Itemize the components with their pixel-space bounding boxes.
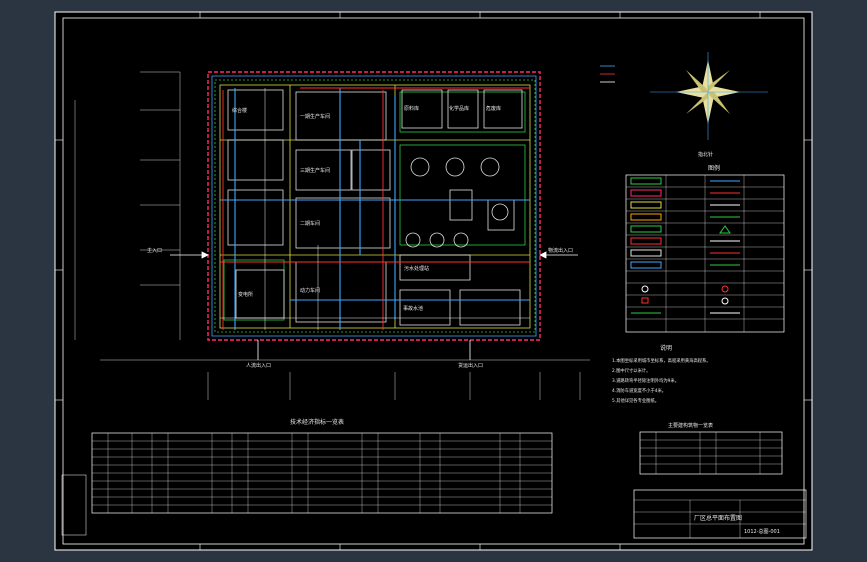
drawing-number: 1012-总图-001	[744, 528, 780, 535]
title-block	[633, 489, 807, 539]
north-label: 指北针	[698, 151, 713, 158]
left-section-marks	[74, 71, 181, 340]
fire-mains	[220, 87, 530, 330]
entrance-arrows	[170, 251, 578, 360]
drawing-title: 厂区总平面布置图	[694, 514, 742, 522]
top-line-legend	[600, 65, 615, 83]
building-list-grid	[640, 432, 782, 474]
frame-ticks	[55, 12, 812, 550]
building-label: 污水处理站	[404, 265, 429, 272]
pipelines	[220, 88, 530, 330]
building-label: 综合楼	[232, 107, 247, 114]
site-boundary	[207, 71, 541, 341]
note-line: 5.其他详见各专业图纸。	[612, 397, 659, 404]
building-labels: 综合楼 一期生产车间 二期车间 原料库 三期生产车间 化学品库 危废库 变电所 …	[232, 105, 501, 312]
service-lines	[220, 88, 530, 330]
legend-title: 图例	[708, 164, 720, 172]
gate-bottom-right-label: 货运出入口	[458, 362, 483, 369]
site-pipe-loop	[211, 75, 537, 337]
building-label: 一期生产车间	[300, 113, 330, 120]
building-list-table	[639, 431, 783, 475]
inner-frame	[62, 17, 805, 545]
building-label: 动力车间	[300, 287, 320, 294]
legend-grid	[626, 175, 784, 332]
building-label: 化学品库	[449, 105, 469, 112]
note-line: 3.道路转弯半径除注明外均为9米。	[612, 377, 679, 384]
building-label: 危废库	[486, 105, 501, 112]
building-label: 变电所	[238, 291, 253, 298]
green-belts	[214, 79, 536, 333]
indicators-grid	[92, 433, 552, 513]
note-line: 2.图中尺寸以米计。	[612, 367, 650, 374]
sheet-border	[54, 11, 813, 551]
right-table-title: 主要建构筑物一览表	[668, 422, 713, 429]
building-label: 事故水池	[403, 305, 423, 312]
note-line: 1.本图坐标采用城市坐标系，高程采用黄海高程系。	[612, 357, 711, 364]
note-line: 4.消防车道宽度不小于4米。	[612, 387, 666, 394]
notes-title: 说明	[660, 344, 672, 352]
entrance-right-label: 物流出入口	[548, 247, 573, 254]
gate-bottom-left-label: 人流出入口	[246, 362, 271, 369]
building-label: 原料库	[404, 105, 419, 112]
title-block-grid	[634, 499, 806, 538]
bottom-dimension-marks	[100, 359, 590, 400]
north-arrow-icon	[650, 52, 768, 140]
entrance-left-label: 主入口	[147, 247, 162, 254]
notes-list: 1.本图坐标采用城市坐标系，高程采用黄海高程系。 2.图中尺寸以米计。 3.道路…	[612, 357, 711, 404]
building-label: 三期生产车间	[300, 167, 330, 174]
building-label: 二期车间	[300, 220, 320, 227]
main-table-title: 技术经济指标一览表	[290, 418, 344, 426]
revision-block	[61, 474, 87, 536]
legend-swatches	[630, 177, 740, 314]
